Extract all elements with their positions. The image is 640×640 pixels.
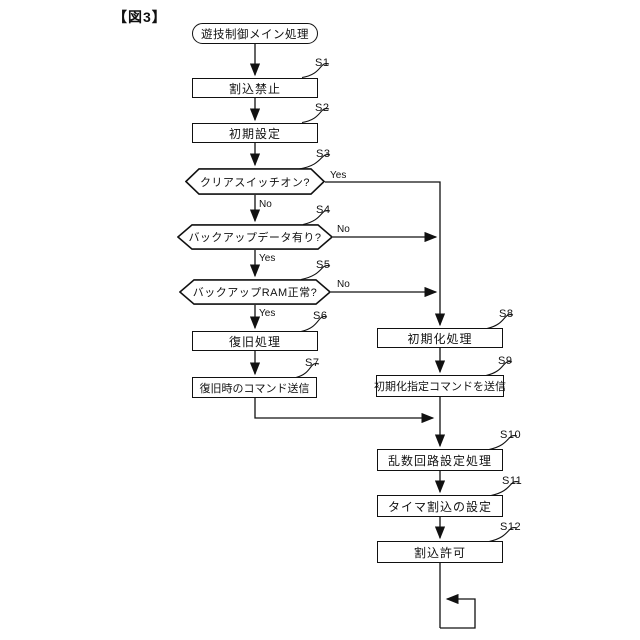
process-s11-label: タイマ割込の設定	[387, 499, 492, 514]
step-id-s8: S8	[499, 308, 514, 320]
process-s7-label: 復旧時のコマンド送信	[199, 382, 310, 395]
step-id-s6: S6	[313, 310, 328, 322]
decision-s4: バックアップデータ有り?	[177, 224, 333, 250]
process-s10: 乱数回路設定処理	[377, 449, 503, 471]
leader-s3	[298, 154, 331, 170]
leader-s11	[490, 480, 520, 497]
leader-s9	[485, 360, 513, 377]
process-s11: タイマ割込の設定	[377, 495, 503, 517]
leader-s12	[488, 526, 518, 543]
decision-s4-shape	[177, 224, 333, 250]
process-s1-label: 割込禁止	[228, 81, 281, 96]
leader-s8	[486, 313, 514, 330]
branch-s4-yes: Yes	[259, 253, 276, 264]
process-s9: 初期化指定コマンドを送信	[374, 375, 506, 397]
step-id-s10: S10	[500, 429, 522, 441]
process-s8: 初期化処理	[377, 328, 503, 348]
decision-s4-label: バックアップデータ有り?	[188, 232, 322, 244]
decision-s3-label: クリアスイッチオン?	[199, 176, 311, 189]
decision-s5-label: バックアップRAM正常?	[192, 287, 318, 299]
process-s2-label: 初期設定	[228, 126, 281, 141]
branch-s3-no: No	[259, 199, 272, 210]
step-id-s1: S1	[315, 57, 330, 69]
step-id-s9: S9	[498, 355, 513, 367]
step-id-s12: S12	[500, 521, 522, 533]
arrow-loop-back	[440, 593, 476, 629]
process-s2: 初期設定	[192, 123, 318, 143]
decision-s5: バックアップRAM正常?	[179, 279, 331, 305]
step-id-s11: S11	[502, 475, 523, 487]
leader-s7	[295, 362, 320, 379]
step-id-s5: S5	[316, 259, 331, 271]
step-id-s4: S4	[316, 204, 331, 216]
process-s6-label: 復旧処理	[228, 334, 281, 349]
leader-s2	[301, 108, 330, 124]
process-s6: 復旧処理	[192, 331, 318, 351]
branch-s5-no: No	[337, 279, 350, 290]
process-s8-label: 初期化処理	[407, 331, 473, 346]
branch-s5-yes: Yes	[259, 308, 276, 319]
process-s12-label: 割込許可	[413, 545, 466, 560]
leader-s4	[302, 209, 331, 226]
arrow-s7-merge	[254, 398, 435, 424]
decision-s5-shape	[179, 279, 331, 305]
leader-s1	[301, 63, 330, 79]
leader-s5	[300, 264, 331, 281]
step-id-s3: S3	[316, 148, 331, 160]
figure-title: 【図3】	[113, 9, 167, 25]
start-terminal: 遊技制御メイン処理	[192, 23, 318, 44]
step-id-s7: S7	[305, 357, 320, 369]
step-id-s2: S2	[315, 102, 330, 114]
process-s9-label: 初期化指定コマンドを送信	[374, 381, 506, 393]
decision-s3: クリアスイッチオン?	[185, 168, 325, 195]
start-terminal-label: 遊技制御メイン処理	[201, 28, 309, 41]
process-s1: 割込禁止	[192, 78, 318, 98]
arrow-s3-yes-to-s8	[325, 181, 446, 327]
decision-s3-shape	[185, 168, 325, 195]
process-s7: 復旧時のコマンド送信	[192, 377, 317, 398]
leader-s6	[300, 316, 328, 333]
process-s12: 割込許可	[377, 541, 503, 563]
leader-s10	[488, 434, 518, 451]
process-s10-label: 乱数回路設定処理	[387, 453, 492, 468]
branch-s3-yes: Yes	[330, 170, 347, 181]
branch-s4-no: No	[337, 224, 350, 235]
